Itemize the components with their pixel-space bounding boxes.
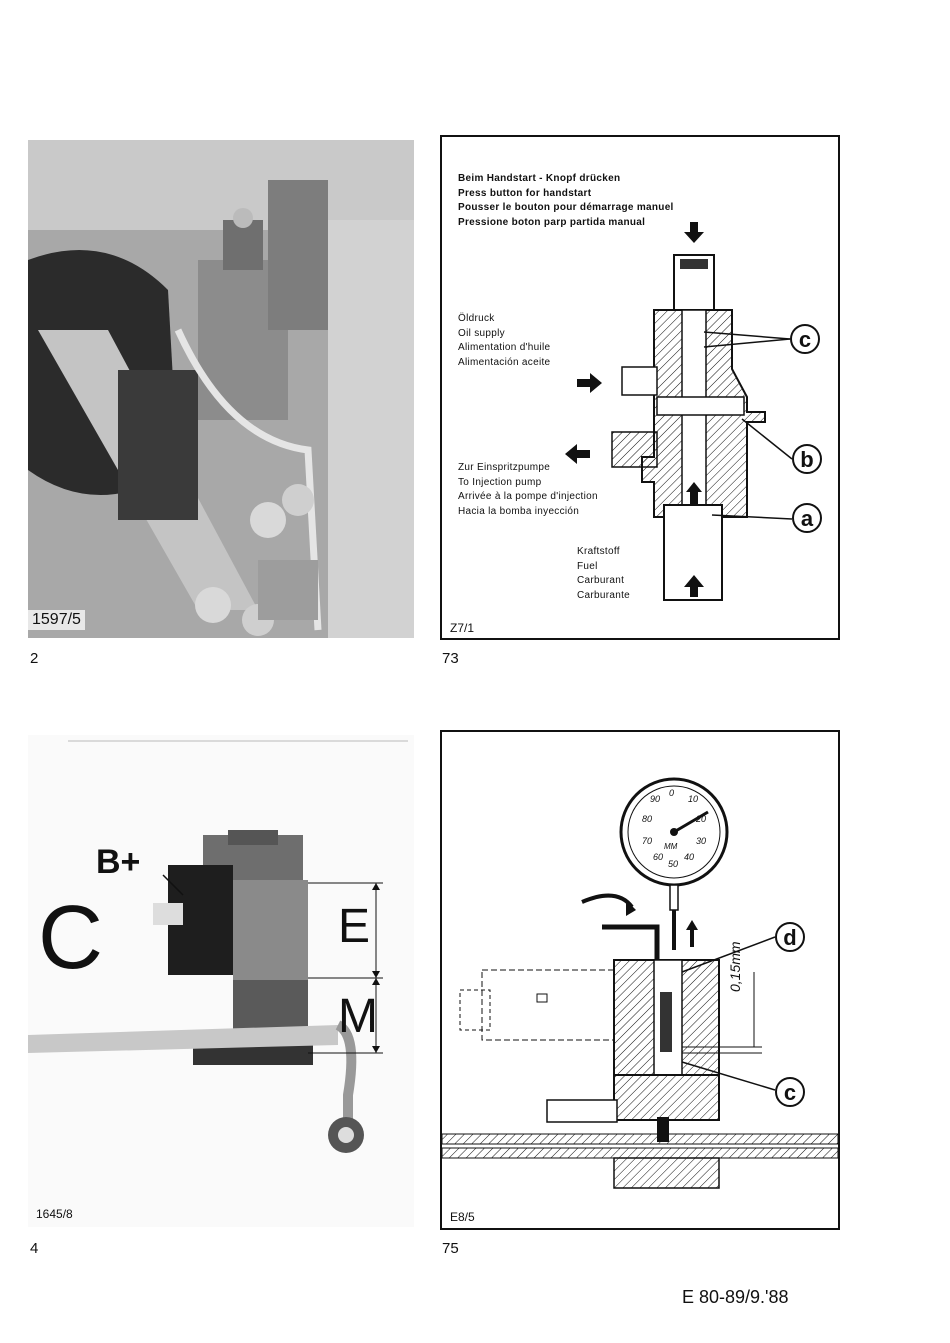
- photo-ref-text: 1597/5: [32, 611, 81, 628]
- handstart-text-de: Beim Handstart - Knopf drücken: [458, 173, 621, 184]
- figure-73-number: 73: [442, 650, 459, 667]
- figure-4-photo-ref: 1645/8: [36, 1207, 73, 1221]
- gauge-tick-20: 20: [696, 814, 707, 824]
- figure-4-photo: B+ C E M 1645/8: [28, 735, 414, 1227]
- gauge-tick-90: 90: [650, 794, 661, 804]
- photo-ref-box: 1597/5: [28, 610, 85, 630]
- label-b-plus: B+: [96, 843, 141, 881]
- oil-text-block: Öldruck Oil supply Alimentation d'huile …: [458, 312, 550, 370]
- document-reference: E 80-89/9.'88: [682, 1287, 789, 1307]
- gauge-tick-0: 0: [669, 788, 675, 798]
- fuel-text-en: Fuel: [577, 560, 598, 572]
- callout-a: a: [792, 503, 822, 533]
- handstart-text-es: Pressione boton parp partida manual: [458, 216, 646, 228]
- callout-b: b: [792, 444, 822, 474]
- figure-2-photo: 1597/5: [28, 140, 414, 638]
- figure-4-number: 4: [30, 1240, 39, 1257]
- gauge-unit: MM: [664, 842, 678, 851]
- gauge-tick-70: 70: [642, 836, 653, 846]
- gauge-tick-10: 10: [688, 794, 699, 804]
- fuel-text-fr: Carburant: [577, 575, 625, 586]
- injection-text-fr: Arrivée à la pompe d'injection: [458, 491, 598, 502]
- gauge-tick-80: 80: [642, 814, 653, 824]
- fuel-text-de: Kraftstoff: [577, 546, 620, 557]
- label-e: E: [338, 900, 371, 953]
- engine-photo-illustration: [28, 140, 414, 638]
- solenoid-photo-illustration: [28, 740, 408, 1153]
- oil-text-fr: Alimentation d'huile: [458, 342, 551, 353]
- gap-dimension: 0,15mm: [727, 941, 743, 992]
- fuel-text-block: Kraftstoff Fuel Carburant Carburante: [577, 545, 630, 603]
- figure-75-diagram: 0 10 20 30 40 50 60 70 80 90 MM 0,15mm d…: [440, 730, 840, 1230]
- figure-75-number: 75: [442, 1240, 459, 1257]
- callout-c-lower: c: [775, 1077, 805, 1107]
- figure-73-diagram: Beim Handstart - Knopf drücken Press but…: [440, 135, 840, 640]
- handstart-text-en: Press button for handstart: [458, 187, 592, 199]
- gauge-tick-30: 30: [696, 836, 707, 846]
- figure-73-ref: Z7/1: [450, 621, 475, 635]
- dial-gauge-measurement: [442, 777, 838, 1189]
- fuel-text-es: Carburante: [577, 589, 631, 601]
- oil-text-es: Alimentación aceite: [458, 356, 551, 368]
- oil-text-de: Öldruck: [458, 313, 495, 324]
- label-c: C: [38, 888, 103, 988]
- gauge-tick-40: 40: [684, 852, 695, 862]
- figure-75-ref: E8/5: [450, 1210, 475, 1224]
- injection-text-es: Hacia la bomba inyección: [458, 505, 580, 517]
- injection-text-en: To Injection pump: [458, 476, 542, 488]
- oil-text-en: Oil supply: [458, 327, 505, 339]
- label-m: M: [338, 990, 378, 1043]
- callout-d: d: [775, 922, 805, 952]
- fuel-valve-cross-section: [565, 222, 793, 601]
- gauge-tick-50: 50: [668, 859, 679, 869]
- injection-text-block: Zur Einspritzpumpe To Injection pump Arr…: [458, 461, 598, 519]
- figure-2-number: 2: [30, 650, 39, 667]
- injection-text-de: Zur Einspritzpumpe: [458, 462, 551, 473]
- handstart-text-fr: Pousser le bouton pour démarrage manuel: [458, 202, 674, 213]
- handstart-text-block: Beim Handstart - Knopf drücken Press but…: [458, 172, 674, 230]
- callout-c: c: [790, 324, 820, 354]
- gauge-tick-60: 60: [653, 852, 664, 862]
